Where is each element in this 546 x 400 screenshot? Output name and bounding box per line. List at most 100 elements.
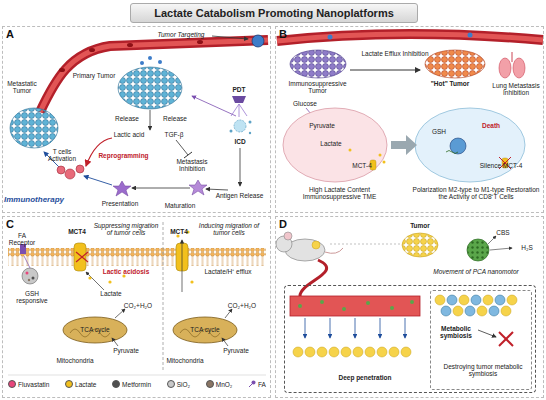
tumor-cell xyxy=(446,151,458,154)
tumor-cell xyxy=(353,347,363,357)
tumor-cell xyxy=(341,347,351,357)
label-text: High Lactate Content Immunosuppressive T… xyxy=(282,186,397,201)
dying-cell xyxy=(230,120,252,134)
panel-letter: B xyxy=(279,28,293,40)
big-arrow xyxy=(391,135,417,155)
nanomotor xyxy=(467,236,512,261)
arrow xyxy=(112,338,118,346)
lungs xyxy=(499,52,525,78)
tumor-cell xyxy=(283,108,387,182)
tumor-cell xyxy=(401,347,411,357)
legend-sample xyxy=(252,381,256,385)
tumor-cell xyxy=(379,154,382,157)
arrow xyxy=(305,318,306,338)
label-text: Pyruvate xyxy=(305,122,339,129)
separator xyxy=(163,222,164,372)
nanomotor xyxy=(490,248,512,250)
label-text: Lactate/H⁺ efflux xyxy=(198,268,258,275)
arrow xyxy=(76,252,88,262)
tumor-cluster xyxy=(330,233,438,257)
arrow xyxy=(330,318,331,338)
tumor-cell xyxy=(349,149,352,152)
cross-mark xyxy=(499,332,513,346)
legend-item: FA xyxy=(248,380,266,388)
label-text: Immunosuppressive Tumor xyxy=(280,80,355,95)
label-text: Pyruvate xyxy=(218,347,254,354)
blood-vessel xyxy=(89,48,95,52)
arrow xyxy=(212,36,248,39)
nanoparticle xyxy=(140,61,144,65)
cell-membrane xyxy=(8,243,266,271)
legend-text: Fluvastatin xyxy=(18,381,49,388)
label-text: Glucose xyxy=(290,100,320,107)
blood-vessel xyxy=(468,33,473,38)
tumor-cell xyxy=(453,306,463,316)
label-text: TCA cycle xyxy=(187,326,223,333)
legend-swatch xyxy=(65,380,73,388)
blood-vessel xyxy=(328,35,333,40)
tumor-cell xyxy=(477,306,487,316)
mouse xyxy=(312,241,320,249)
tumor-cluster xyxy=(10,108,58,148)
blood-vessel xyxy=(298,304,302,308)
blood-vessel xyxy=(277,34,543,41)
legend-text: MnO₂ xyxy=(216,381,233,388)
panel-letter: D xyxy=(279,218,293,230)
arrow xyxy=(225,309,232,318)
tumor-cluster xyxy=(330,244,400,245)
label-text: ICD xyxy=(228,138,252,145)
dendritic-cell xyxy=(189,180,207,195)
legend-text: Lactate xyxy=(75,381,96,388)
tumor-cell xyxy=(459,295,469,305)
legend-text: SiO₂ xyxy=(177,381,190,388)
legend-item: Lactate xyxy=(65,380,96,388)
t-cell xyxy=(76,165,84,173)
panel-letter: C xyxy=(6,218,20,230)
label-text: Metastasis Inhibition xyxy=(168,158,216,173)
nanoparticle xyxy=(32,277,35,280)
dendritic-cell xyxy=(113,180,207,196)
tumor-cell xyxy=(450,138,466,154)
cell-membrane xyxy=(8,248,266,266)
pdt-lamp xyxy=(231,96,247,117)
mitochondria xyxy=(173,317,237,343)
label-text: Lactate Efflux Inhibition xyxy=(360,50,430,57)
legend-item: MnO₂ xyxy=(206,380,233,388)
blood-vessel xyxy=(40,40,268,112)
lungs xyxy=(513,58,525,78)
label-text: CBS xyxy=(492,229,514,236)
label-text: MCT4 xyxy=(64,228,90,235)
legend-sample xyxy=(248,380,256,388)
pdt-lamp xyxy=(239,104,247,116)
blood-vessel xyxy=(342,307,346,311)
label-text: Silence MCT-4 xyxy=(476,162,526,169)
tumor-cell xyxy=(465,306,475,316)
node-text: Deep penetration xyxy=(315,374,415,381)
label-text: Immunotherapy xyxy=(4,196,74,205)
t-cell xyxy=(65,169,75,179)
arrow xyxy=(222,338,228,346)
tumor-cell xyxy=(471,295,481,305)
legend-box xyxy=(8,375,266,376)
mouse xyxy=(325,248,343,253)
lungs xyxy=(499,58,511,78)
label-text: GSH responsive xyxy=(12,290,52,305)
label-text: Primary Tumor xyxy=(72,72,116,79)
blood-vessel xyxy=(197,40,203,44)
legend: FluvastatinLactateMetforminSiO₂MnO₂FA xyxy=(8,380,266,388)
label-text: Presentation xyxy=(96,200,144,207)
figure-title: Lactate Catabolism Promoting Nanoplatfor… xyxy=(130,3,418,23)
arrow xyxy=(190,280,193,283)
arrow xyxy=(86,272,104,290)
legend-swatch xyxy=(8,380,16,388)
arrow xyxy=(176,140,188,155)
label-text: Tumor xyxy=(404,222,436,229)
panel-letter: A xyxy=(6,28,20,40)
pdt-lamp xyxy=(232,96,246,103)
tumor-cluster xyxy=(118,67,182,109)
label-text: Maturation xyxy=(158,202,202,209)
tumor-cluster xyxy=(402,233,438,257)
label-text: T cells Activation xyxy=(40,148,84,163)
arrow xyxy=(76,252,88,262)
pdt-lamp xyxy=(231,104,239,116)
